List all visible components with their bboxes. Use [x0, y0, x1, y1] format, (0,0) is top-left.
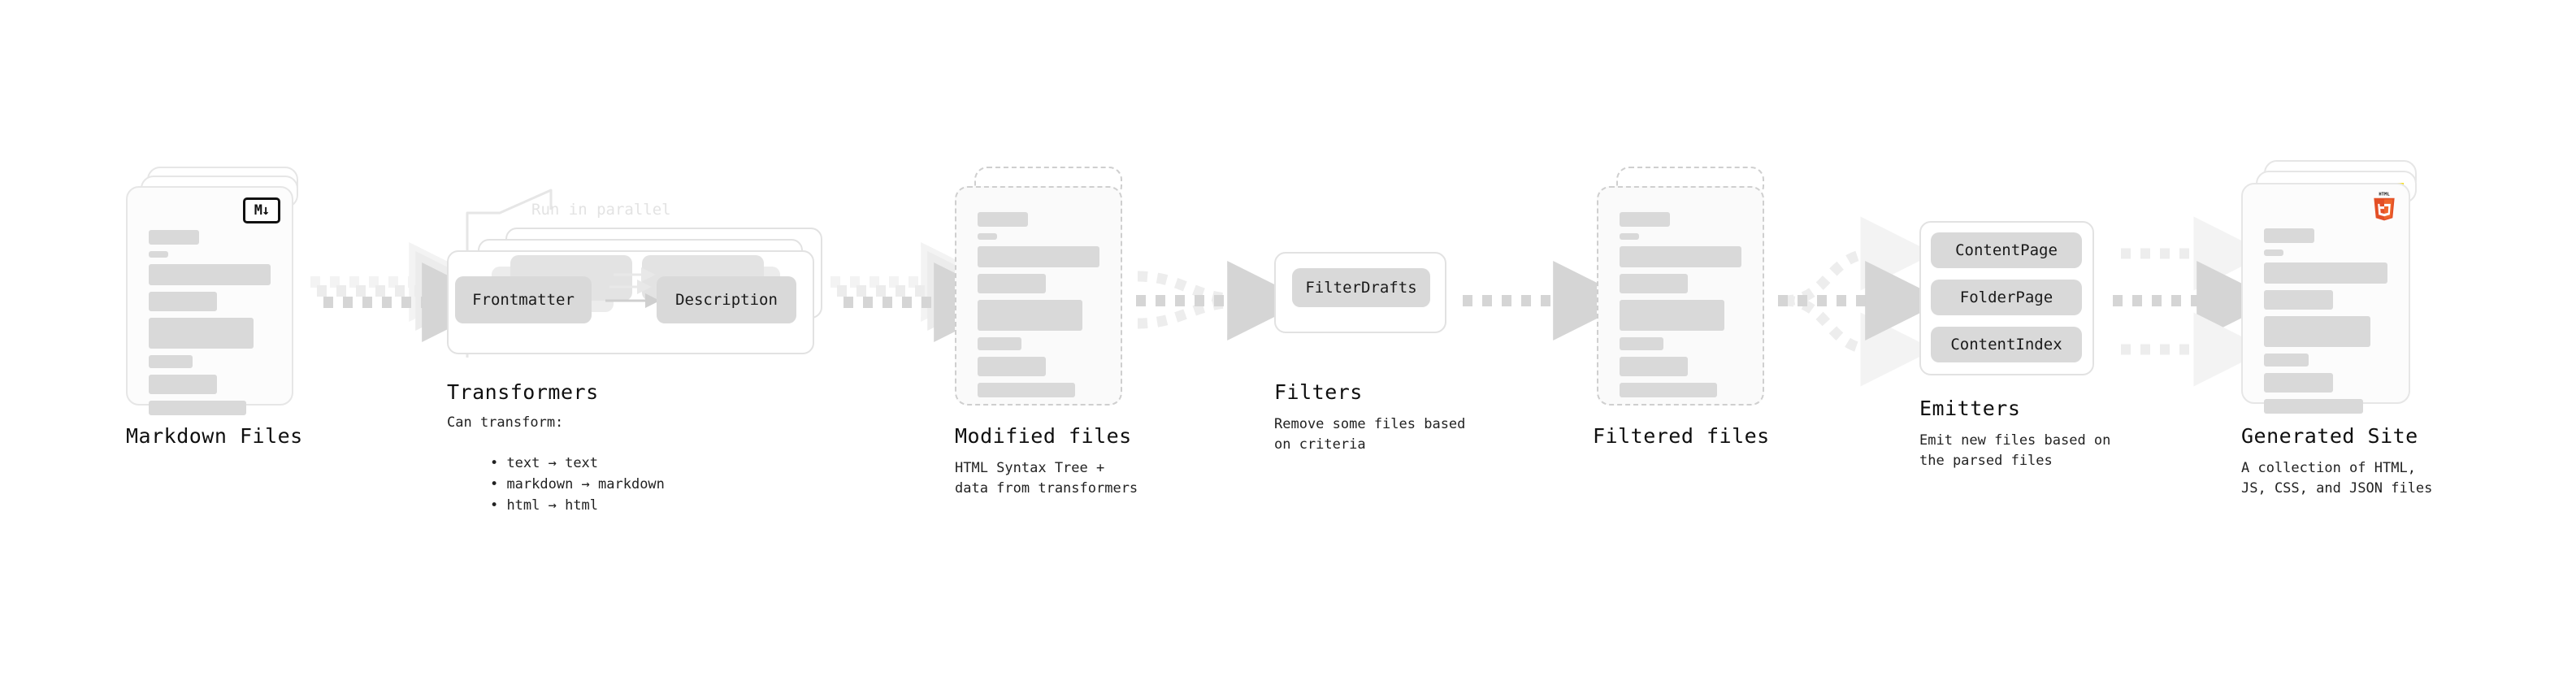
stage-filtered-files[interactable] — [1597, 167, 1784, 427]
connector-modified-to-filters — [1136, 261, 1308, 340]
transformers-bullet-1: • markdown → markdown — [457, 454, 665, 515]
stage-title-filtered-files: Filtered files — [1593, 424, 1770, 448]
html5-icon: HTML — [2371, 191, 2397, 222]
site-card[interactable]: HTML — [2241, 183, 2410, 414]
bullet-text-0: text → text — [506, 455, 599, 471]
stage-title-markdown-files: Markdown Files — [126, 424, 303, 448]
filtered-card-skeleton — [1620, 212, 1741, 404]
bullet-dot-0: • — [489, 455, 507, 471]
chip-description[interactable]: Description — [657, 276, 796, 323]
bullet-dot-1: • — [489, 476, 507, 492]
stage-title-transformers: Transformers — [447, 380, 599, 404]
stage-title-emitters: Emitters — [1919, 397, 2021, 420]
markdown-icon: M↓ — [243, 197, 280, 223]
chip-contentpage[interactable]: ContentPage — [1931, 232, 2082, 268]
markdown-card[interactable]: M↓ — [126, 186, 293, 415]
modified-files-subtitle: HTML Syntax Tree + data from transformer… — [955, 460, 1138, 497]
connector-transformers-to-modified — [830, 242, 1014, 342]
connector-emitters-to-site — [2113, 216, 2277, 387]
run-in-parallel-label: Run in parallel — [531, 201, 671, 219]
stage-title-filters: Filters — [1274, 380, 1363, 404]
filtered-card[interactable] — [1597, 186, 1764, 406]
transformers-bullet-0: • text → text — [457, 433, 598, 494]
modified-card[interactable] — [955, 186, 1122, 406]
bullet-dot-2: • — [489, 497, 507, 514]
bullet-text-1: markdown → markdown — [506, 476, 665, 492]
stage-markdown-files[interactable]: M↓ — [126, 167, 313, 427]
svg-text:HTML: HTML — [2379, 193, 2390, 197]
site-card-skeleton — [2264, 228, 2387, 420]
generated-site-subtitle: A collection of HTML, JS, CSS, and JSON … — [2241, 460, 2433, 497]
chip-folderpage[interactable]: FolderPage — [1931, 280, 2082, 315]
chip-frontmatter[interactable]: Frontmatter — [455, 276, 592, 323]
stage-emitters[interactable]: ContentPage FolderPage ContentIndex — [1919, 221, 2106, 384]
connector-filtered-to-emitters — [1778, 216, 1945, 387]
emitters-subtitle: Emit new files based on the parsed files — [1919, 432, 2111, 469]
modified-card-skeleton — [978, 212, 1099, 404]
chip-filterdrafts[interactable]: FilterDrafts — [1292, 268, 1430, 307]
connector-markdown-to-transformers — [310, 242, 502, 342]
bullet-text-2: html → html — [506, 497, 599, 514]
filters-subtitle: Remove some files based on criteria — [1274, 416, 1466, 453]
chip-contentindex[interactable]: ContentIndex — [1931, 327, 2082, 362]
transformers-bullet-2: • html → html — [457, 475, 598, 536]
transformers-subtitle: Can transform: — [447, 414, 564, 431]
stage-transformers[interactable]: Frontmatter Description — [447, 203, 837, 354]
markdown-card-skeleton — [149, 230, 271, 422]
stage-filters[interactable]: FilterDrafts — [1274, 252, 1453, 366]
stage-modified-files[interactable] — [955, 167, 1142, 427]
stage-title-modified-files: Modified files — [955, 424, 1132, 448]
stage-title-generated-site: Generated Site — [2241, 424, 2418, 448]
stage-generated-site[interactable]: CSS HTML — [2241, 160, 2436, 428]
transformer-inner-arrows — [605, 267, 660, 308]
